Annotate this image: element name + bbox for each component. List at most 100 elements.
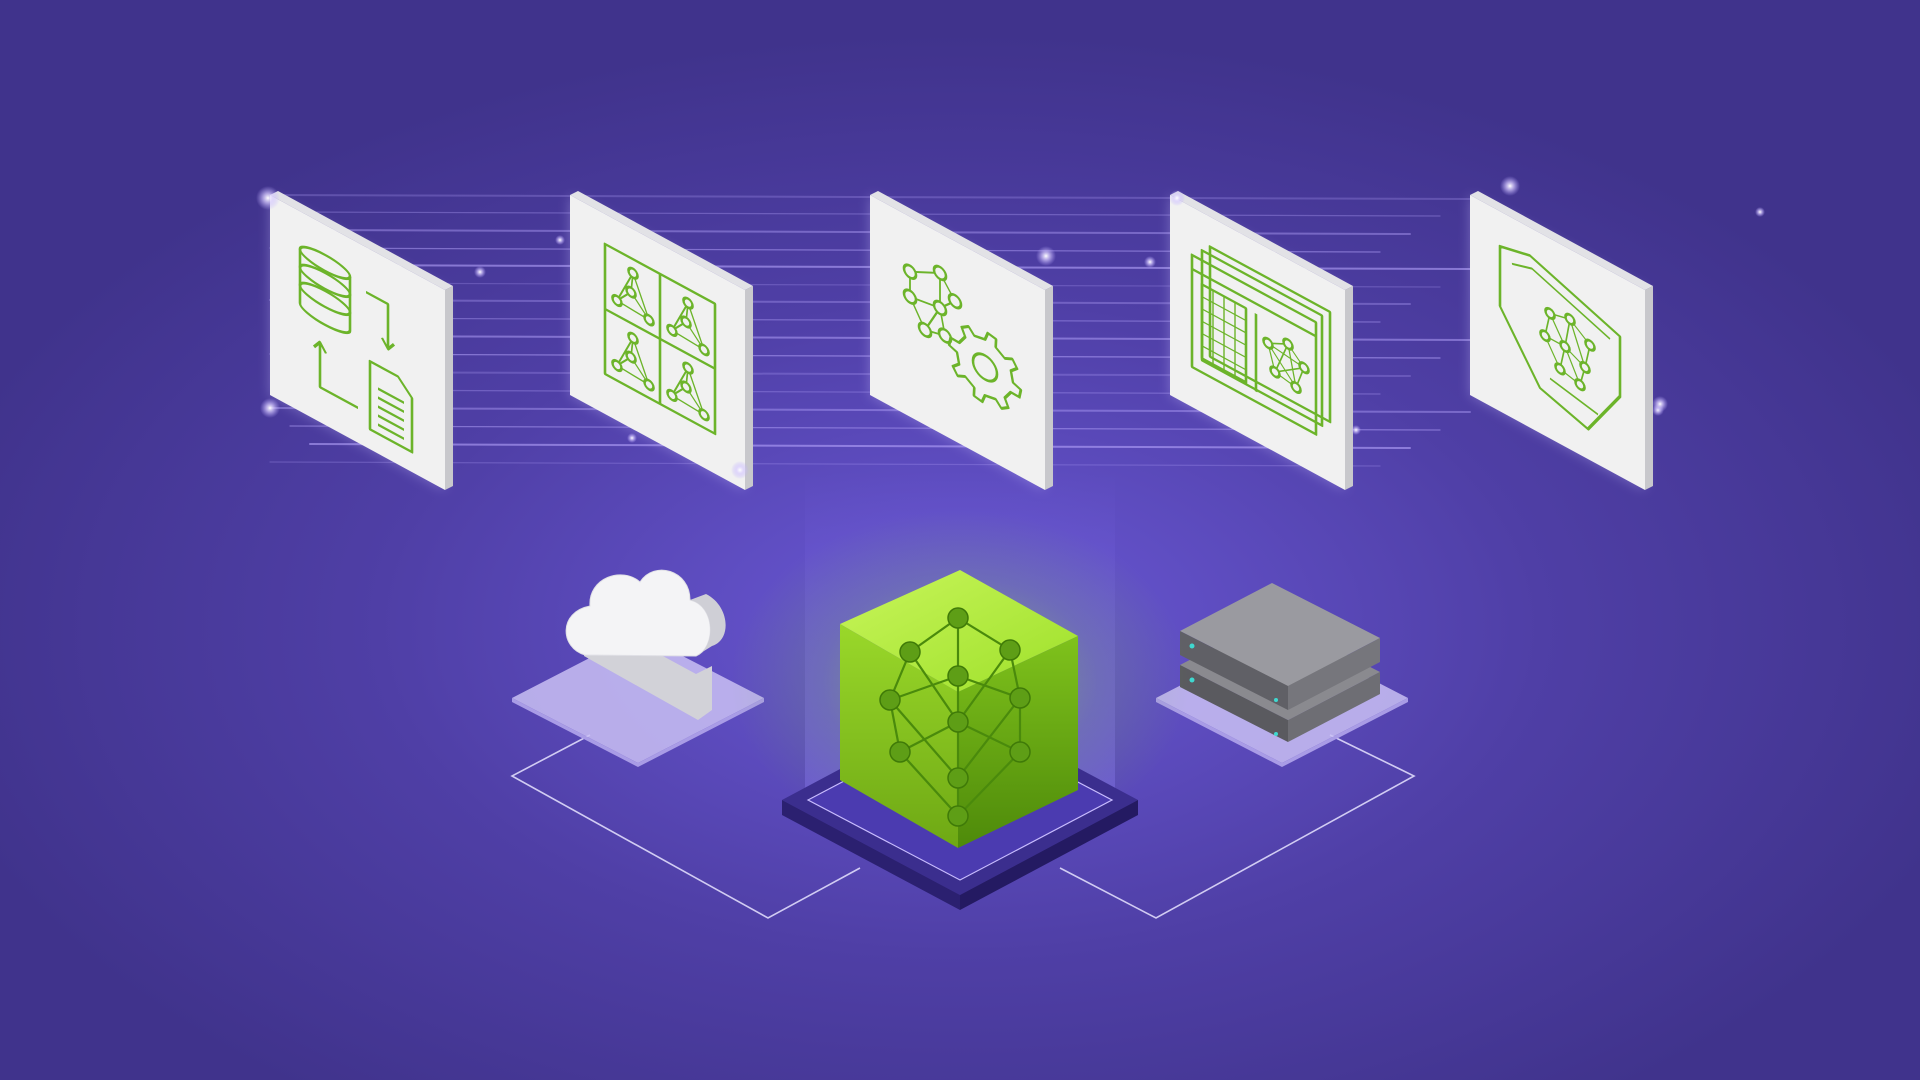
net-edge: [687, 367, 705, 415]
document-outline: [368, 359, 414, 454]
cube-net-edge: [899, 751, 959, 817]
net-node: [1298, 361, 1310, 375]
document-line: [378, 423, 404, 441]
document-line: [378, 396, 404, 414]
net-node: [1269, 365, 1281, 379]
cube-net-node: [947, 805, 969, 827]
net-node: [902, 263, 918, 281]
server-led: [1189, 643, 1195, 649]
net-node: [902, 288, 918, 306]
panel-edge-top: [270, 191, 453, 290]
grid-line: [1202, 332, 1246, 359]
net-edge: [1267, 342, 1305, 369]
window-bar: [1192, 267, 1316, 338]
net-node: [1554, 362, 1566, 376]
net-node: [1579, 360, 1591, 375]
sparkle: [1755, 207, 1765, 217]
net-node: [680, 315, 692, 329]
sparkle: [1144, 256, 1156, 268]
arrow-right-down: [366, 290, 396, 351]
cloud-icon-front: [565, 569, 711, 657]
database-body: [298, 248, 352, 335]
sparkle: [731, 461, 749, 479]
panel-edge: [1045, 286, 1053, 490]
cube-platform-left: [782, 800, 960, 910]
cube-net-node: [1009, 687, 1031, 709]
net-node: [1584, 338, 1596, 352]
neural-grid-icon: [603, 242, 717, 436]
net-edge: [1287, 343, 1297, 388]
net-node: [643, 313, 655, 327]
neural-network-settings-icon: [902, 263, 1023, 410]
net-node: [666, 323, 678, 337]
net-edge: [616, 272, 634, 302]
sparkles: [256, 176, 1765, 766]
cube-net-node: [879, 689, 901, 711]
sparkle: [474, 266, 486, 278]
net-node: [611, 358, 623, 373]
cube-net-node: [889, 741, 911, 763]
sparkle: [260, 398, 280, 418]
cube-net-node: [947, 665, 969, 687]
ai-model-cube-icon: [730, 510, 1190, 910]
connector-left: [510, 734, 861, 919]
net-node: [1564, 312, 1576, 326]
net-edge: [1274, 343, 1289, 373]
shield-inner: [1511, 262, 1611, 416]
document-line: [378, 387, 404, 405]
panel-edge-top: [870, 191, 1053, 290]
server-upper-front: [1180, 631, 1288, 710]
net-node: [625, 350, 637, 364]
pipeline-panels: [270, 191, 1653, 490]
net-node: [932, 299, 948, 317]
cube-net-edge: [957, 751, 1021, 817]
connector-lines: [510, 734, 1416, 919]
cube-net-node: [1009, 741, 1031, 763]
net-node: [666, 388, 678, 402]
grid-line: [1202, 320, 1246, 346]
cube-platform-right: [960, 800, 1138, 910]
pipeline-panel: [1170, 191, 1353, 490]
net-node: [682, 296, 694, 310]
panel-face: [1170, 195, 1345, 490]
panel-edge: [1645, 286, 1653, 490]
window-front: [1190, 253, 1318, 436]
sparkle: [1036, 246, 1056, 266]
cloud-icon-depth: [690, 594, 726, 656]
panel-edge-top: [570, 191, 753, 290]
dashboard-network-icon: [1190, 245, 1332, 436]
cube-net-edge: [899, 721, 959, 753]
net-node: [1262, 336, 1274, 350]
net-node: [1290, 380, 1302, 395]
cube-net-edge: [957, 649, 1011, 723]
document-line: [378, 414, 404, 432]
net-edge: [632, 273, 650, 320]
gear-hub: [971, 352, 999, 383]
panel-edge: [445, 286, 453, 490]
sparkle: [627, 433, 637, 443]
grid-line: [1202, 295, 1246, 322]
sparkle: [1351, 425, 1361, 435]
cube-net-edge: [889, 674, 959, 702]
server-platform: [1156, 583, 1408, 767]
cube-neural-network: [879, 607, 1031, 827]
net-edge: [616, 337, 634, 367]
data-conversion-icon: [298, 245, 414, 454]
net-node: [627, 331, 639, 345]
cube-net-node: [947, 607, 969, 629]
net-node: [698, 343, 710, 357]
shield-outline: [1498, 244, 1622, 431]
panel-edge: [1345, 286, 1353, 490]
net-node: [1544, 306, 1556, 321]
grid-line: [1202, 308, 1246, 334]
net-node: [917, 321, 933, 339]
net-node: [1559, 339, 1571, 354]
net-node: [1574, 378, 1586, 392]
grid-line: [1202, 345, 1246, 371]
net-edge: [671, 367, 689, 397]
cloud-platform: [512, 569, 764, 767]
cube-net-edge: [957, 674, 1021, 700]
net-node: [947, 292, 963, 310]
